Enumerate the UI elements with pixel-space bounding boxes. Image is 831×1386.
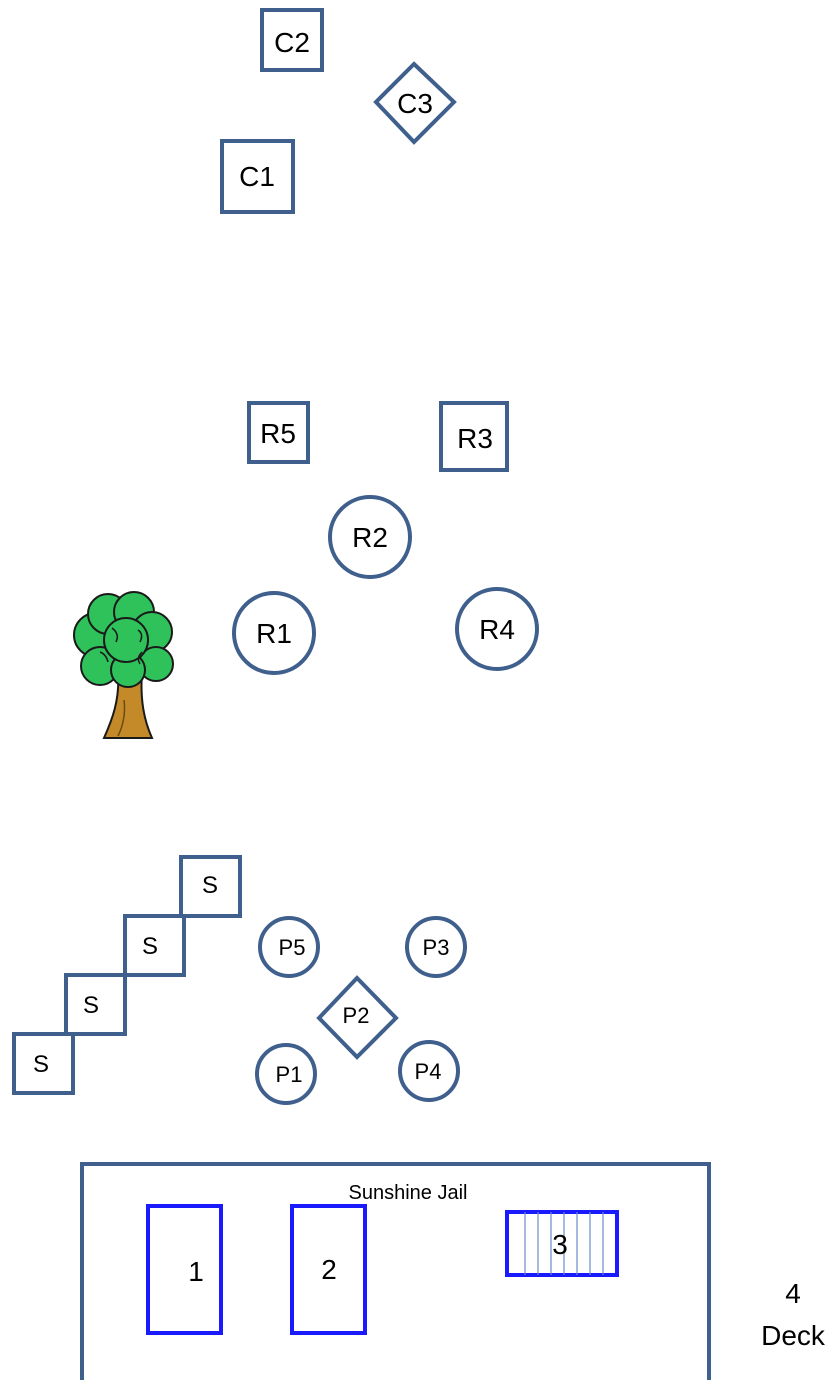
r5-node: R5 [249, 403, 308, 462]
p3-node: P3 [407, 918, 465, 976]
p2-node: P2 [319, 978, 396, 1057]
r5-label: R5 [260, 418, 296, 449]
sunshine-jail: Sunshine Jail 1 2 3 [82, 1164, 709, 1380]
stair-step: S [66, 975, 125, 1034]
c3-node: C3 [376, 64, 454, 142]
c2-node: C2 [262, 10, 322, 70]
bed-3: 3 [507, 1212, 617, 1275]
r2-label: R2 [352, 522, 388, 553]
r4-node: R4 [457, 589, 537, 669]
p1-label: P1 [276, 1062, 303, 1087]
tree-icon [74, 592, 173, 738]
c1-label: C1 [239, 161, 275, 192]
p1-node: P1 [257, 1045, 315, 1103]
deck: 4 Deck [761, 1278, 826, 1351]
stair-label: S [83, 992, 99, 1019]
r3-node: R3 [441, 403, 507, 470]
stair-label: S [202, 872, 218, 899]
p2-label: P2 [343, 1003, 370, 1028]
p4-label: P4 [415, 1059, 442, 1084]
deck-number: 4 [785, 1278, 801, 1309]
r1-label: R1 [256, 618, 292, 649]
r3-label: R3 [457, 423, 493, 454]
stair-label: S [33, 1051, 49, 1078]
c3-label: C3 [397, 88, 433, 119]
bed-2: 2 [292, 1206, 365, 1333]
stair-step: S [14, 1034, 73, 1093]
bed-1: 1 [148, 1206, 221, 1333]
r4-label: R4 [479, 614, 515, 645]
bed-2-label: 2 [321, 1254, 337, 1285]
stair-step: S [181, 857, 240, 916]
bed-3-label: 3 [552, 1229, 568, 1260]
c1-node: C1 [222, 141, 293, 212]
p4-node: P4 [400, 1042, 458, 1100]
deck-label: Deck [761, 1320, 826, 1351]
jail-title: Sunshine Jail [349, 1182, 468, 1204]
bed-1-label: 1 [188, 1256, 204, 1287]
p5-node: P5 [260, 918, 318, 976]
c2-label: C2 [274, 27, 310, 58]
p3-label: P3 [423, 935, 450, 960]
p5-label: P5 [279, 935, 306, 960]
r2-node: R2 [330, 497, 410, 577]
r1-node: R1 [234, 593, 314, 673]
stair-label: S [142, 933, 158, 960]
stair-step: S [125, 916, 184, 975]
